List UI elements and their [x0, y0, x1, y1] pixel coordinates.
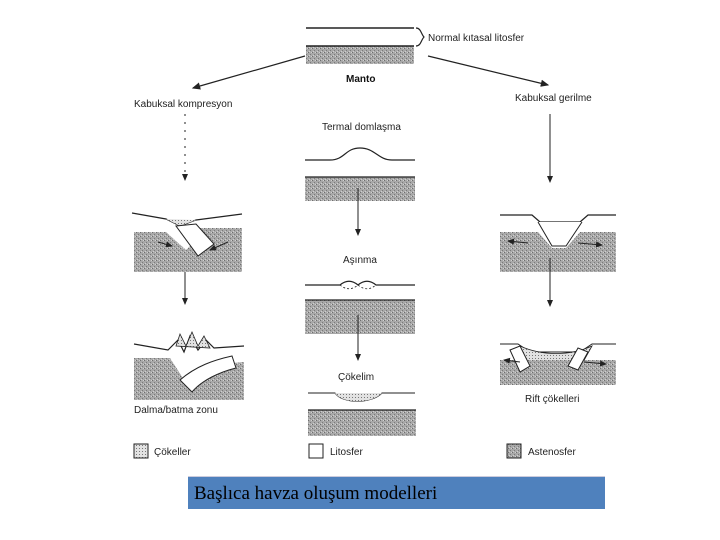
label-normal-lithosphere: Normal kıtasal litosfer — [428, 33, 525, 44]
extension-stage-2 — [500, 343, 616, 385]
legend-label-sediment: Çökeller — [154, 447, 191, 458]
legend-swatch-sediment — [133, 443, 149, 459]
caption-bar: Başlıca havza oluşum modelleri — [188, 476, 605, 509]
label-subduction-zone: Dalma/batma zonu — [134, 405, 218, 416]
thermal-stage-1 — [305, 147, 415, 201]
legend-swatch-asthenosphere — [506, 443, 522, 459]
arrow-to-compression — [191, 55, 306, 90]
label-erosion: Aşınma — [343, 255, 377, 266]
caption-text: Başlıca havza oluşum modelleri — [194, 483, 438, 504]
label-rift-basins: Rift çökelleri — [525, 394, 579, 405]
label-crustal-compression: Kabuksal kompresyon — [134, 99, 232, 110]
thermal-stage-2 — [305, 280, 415, 334]
compression-stage-1 — [131, 212, 243, 272]
legend-swatch-lithosphere — [308, 443, 324, 459]
thermal-stage-3 — [308, 392, 416, 436]
compression-stage-2 — [133, 330, 245, 400]
normal-lithosphere-block — [306, 27, 425, 64]
label-thermal-doming: Termal domlaşma — [322, 122, 401, 133]
label-mantle: Manto — [346, 74, 375, 85]
label-subsidence: Çökelim — [338, 372, 374, 383]
legend-label-asthenosphere: Astenosfer — [528, 447, 576, 458]
label-crustal-extension: Kabuksal gerilme — [515, 93, 592, 104]
legend-label-lithosphere: Litosfer — [330, 447, 363, 458]
legend: Çökeller Litosfer Astenosfer — [133, 443, 576, 459]
extension-stage-1 — [500, 214, 616, 272]
arrow-to-extension — [427, 55, 550, 87]
